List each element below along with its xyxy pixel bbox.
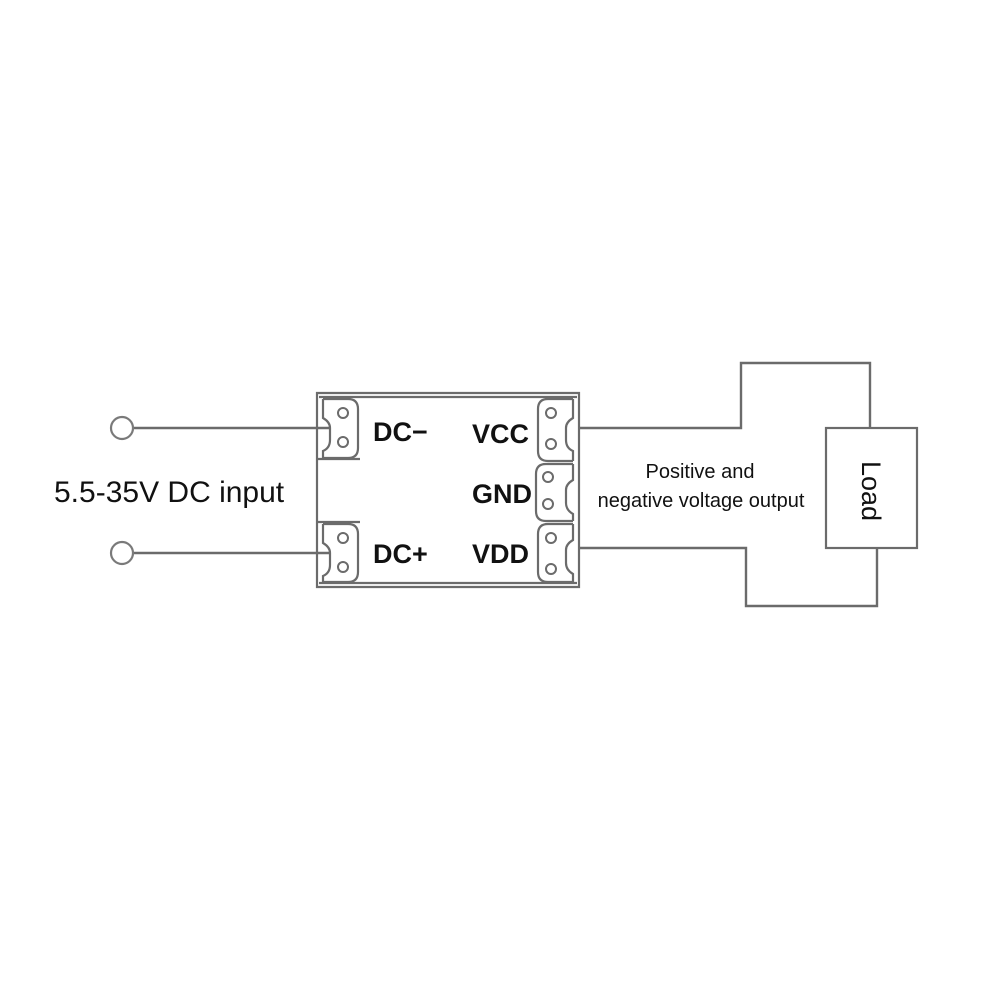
input-terminals: 5.5-35V DC input	[54, 415, 330, 566]
terminal-dc-minus	[321, 397, 360, 460]
pin-label-dc-plus: DC+	[373, 539, 428, 569]
output-wiring: Positive and negative voltage output	[579, 361, 879, 608]
output-wire-vdd	[579, 546, 879, 608]
terminal-dc-plus	[321, 522, 360, 584]
pin-label-vdd: VDD	[472, 539, 529, 569]
converter-module: DC− DC+ VCC GND VDD	[315, 391, 581, 589]
pin-label-gnd: GND	[472, 479, 532, 509]
module-outline	[315, 391, 581, 589]
output-label-line2: negative voltage output	[598, 490, 805, 512]
load: Load	[824, 426, 919, 550]
load-box	[824, 426, 919, 550]
input-voltage-label: 5.5-35V DC input	[54, 476, 285, 509]
pin-label-vcc: VCC	[472, 419, 529, 449]
terminal-gnd	[534, 462, 575, 523]
terminal-vcc	[536, 397, 575, 463]
terminal-vdd	[536, 522, 575, 584]
output-label-line1: Positive and	[646, 461, 755, 483]
input-terminal-top-icon	[109, 415, 135, 441]
output-wire-vcc	[579, 361, 872, 430]
load-label: Load	[856, 461, 886, 521]
input-terminal-bottom-icon	[109, 540, 135, 566]
pin-label-dc-minus: DC−	[373, 417, 428, 447]
